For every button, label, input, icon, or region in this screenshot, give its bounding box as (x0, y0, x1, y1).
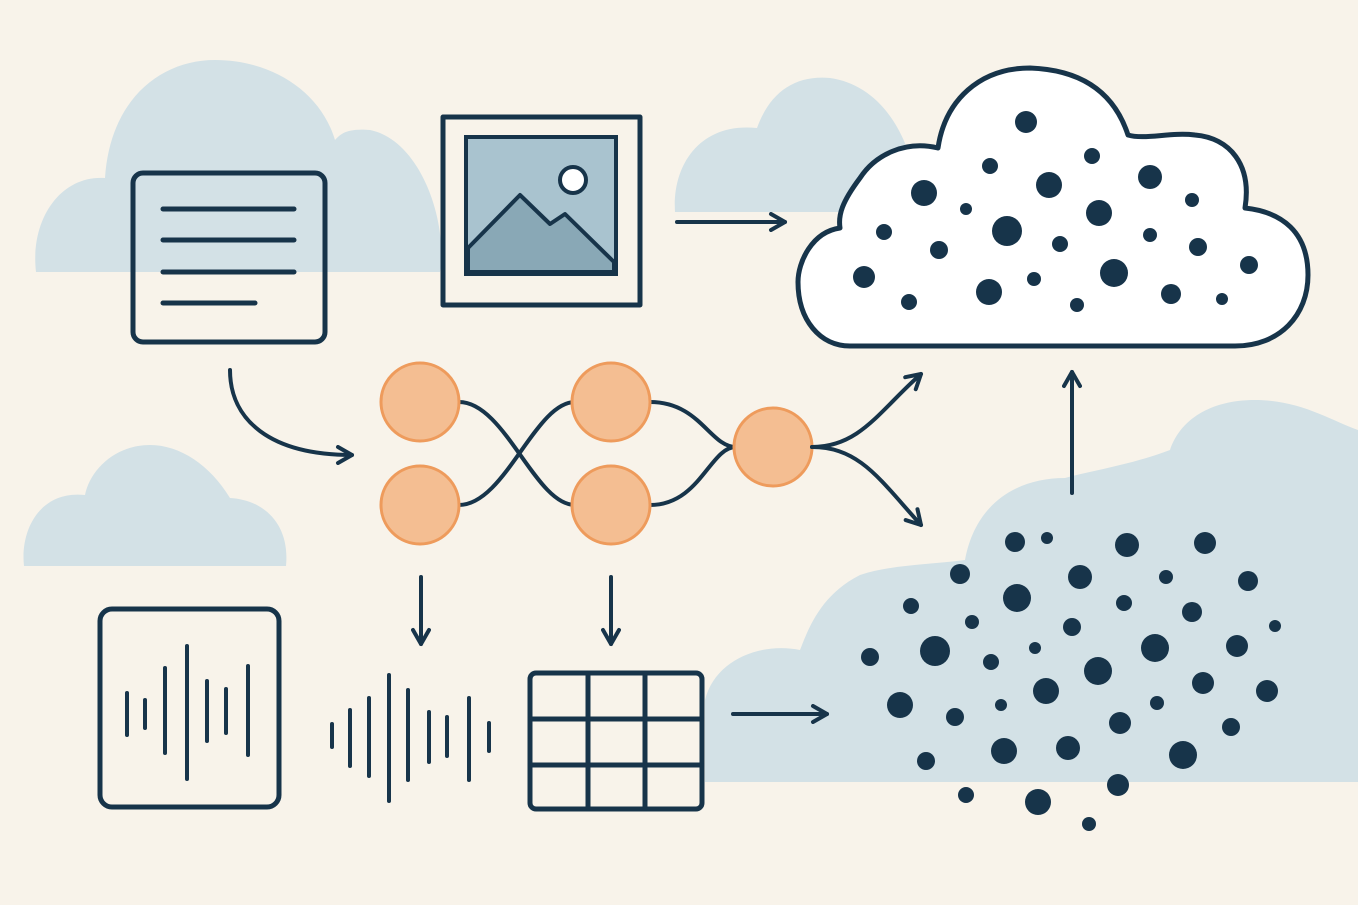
dense-cloud-point-13 (965, 615, 979, 629)
audio-waveform-icon (97, 606, 282, 810)
text-document-icon (130, 170, 328, 345)
dense-cloud-point-23 (1192, 672, 1214, 694)
dense-cloud-point-12 (1182, 602, 1202, 622)
image-icon (440, 114, 643, 308)
outline-cloud-point-4 (1036, 172, 1062, 198)
dense-cloud-point-37 (958, 787, 974, 803)
connection-n2-n3 (457, 400, 577, 507)
audio-frame (97, 606, 282, 810)
dense-cloud-point-8 (1238, 571, 1258, 591)
dense-cloud-point-28 (995, 699, 1007, 711)
point-cloud-outline (795, 65, 1311, 349)
dense-cloud-point-33 (991, 738, 1017, 764)
mountain-icon (466, 193, 616, 274)
dense-cloud-point-5 (950, 564, 970, 584)
outline-cloud-point-24 (1216, 293, 1228, 305)
dense-cloud-point-3 (1115, 533, 1139, 557)
dense-cloud-point-1 (1005, 532, 1025, 552)
dense-cloud-point-7 (1159, 570, 1173, 584)
outline-cloud-point-11 (992, 216, 1022, 246)
network-node-1 (379, 361, 461, 443)
background-cloud-left (23, 445, 287, 566)
dense-cloud-point-15 (1269, 620, 1281, 632)
outline-cloud-point-22 (901, 294, 917, 310)
dense-cloud-point-26 (887, 692, 913, 718)
dense-cloud-point-14 (1063, 618, 1081, 636)
dense-cloud-point-36 (1107, 774, 1129, 796)
dense-cloud-point-18 (1141, 634, 1169, 662)
outline-cloud-point-20 (976, 279, 1002, 305)
network-node-2 (379, 464, 461, 546)
network-node-3 (570, 361, 652, 443)
outline-cloud-point-10 (876, 224, 892, 240)
network-node-5 (732, 406, 814, 488)
dense-cloud-point-27 (1150, 696, 1164, 710)
outline-cloud-point-15 (1189, 238, 1207, 256)
outline-cloud-point-14 (930, 241, 948, 259)
table-grid-icon (527, 670, 705, 812)
connection-n3-n5 (648, 400, 738, 449)
outline-cloud-point-12 (1052, 236, 1068, 252)
outline-cloud-point-7 (960, 203, 972, 215)
neural-network-connections (457, 400, 738, 507)
dense-cloud-point-29 (946, 708, 964, 726)
outline-cloud-point-2 (1084, 148, 1100, 164)
dense-cloud-point-19 (1226, 635, 1248, 657)
sun-icon (558, 165, 588, 195)
dense-cloud-point-6 (1068, 565, 1092, 589)
dense-cloud-point-9 (903, 598, 919, 614)
table-frame (527, 670, 705, 812)
outline-cloud-point-19 (1027, 272, 1041, 286)
outline-cloud-point-18 (1100, 259, 1128, 287)
outline-cloud-point-6 (911, 180, 937, 206)
outline-cloud-point-17 (853, 266, 875, 288)
dense-cloud-point-24 (1033, 678, 1059, 704)
outline-cloud-point-3 (982, 158, 998, 174)
document-frame (130, 170, 328, 345)
dense-cloud-point-17 (1029, 642, 1041, 654)
connection-n4-n5 (648, 445, 738, 507)
point-cloud-dense (861, 532, 1281, 831)
dense-cloud-point-11 (1116, 595, 1132, 611)
dense-cloud-point-20 (861, 648, 879, 666)
outline-cloud-point-8 (1086, 200, 1112, 226)
point-cloud-outline-points (853, 111, 1258, 312)
outline-cloud-point-1 (1015, 111, 1037, 133)
arrow-document-to-network (228, 368, 354, 465)
audio-waveform-bars (125, 644, 250, 781)
point-cloud-outline-shape (795, 65, 1311, 349)
arrow-network-to-point-cloud-up (810, 372, 923, 449)
outline-cloud-point-21 (1161, 284, 1181, 304)
background-cloud-top-left (35, 60, 442, 272)
outline-cloud-point-16 (1240, 256, 1258, 274)
dense-cloud-point-25 (1256, 680, 1278, 702)
dense-cloud-point-32 (1056, 736, 1080, 760)
waveform-icon (330, 673, 491, 803)
outline-cloud-point-13 (1143, 228, 1157, 242)
outline-cloud-point-5 (1138, 165, 1162, 189)
dense-cloud-point-30 (1109, 712, 1131, 734)
arrows (228, 212, 1082, 724)
dense-cloud-point-39 (1082, 817, 1096, 831)
image-outer-frame (440, 114, 643, 308)
dense-cloud-point-35 (1169, 741, 1197, 769)
outline-cloud-point-9 (1185, 193, 1199, 207)
dense-cloud-point-31 (1222, 718, 1240, 736)
dense-cloud-point-4 (1194, 532, 1216, 554)
dense-cloud-point-2 (1041, 532, 1053, 544)
dense-cloud-point-34 (917, 752, 935, 770)
outline-cloud-point-23 (1070, 298, 1084, 312)
network-node-4 (570, 464, 652, 546)
dense-cloud-point-10 (1003, 584, 1031, 612)
dense-cloud-point-16 (920, 636, 950, 666)
neural-network (379, 361, 814, 546)
dense-cloud-point-38 (1025, 789, 1051, 815)
dense-cloud-point-22 (1084, 657, 1112, 685)
arrow-network-to-point-cloud-down (810, 445, 923, 527)
dense-cloud-point-21 (983, 654, 999, 670)
